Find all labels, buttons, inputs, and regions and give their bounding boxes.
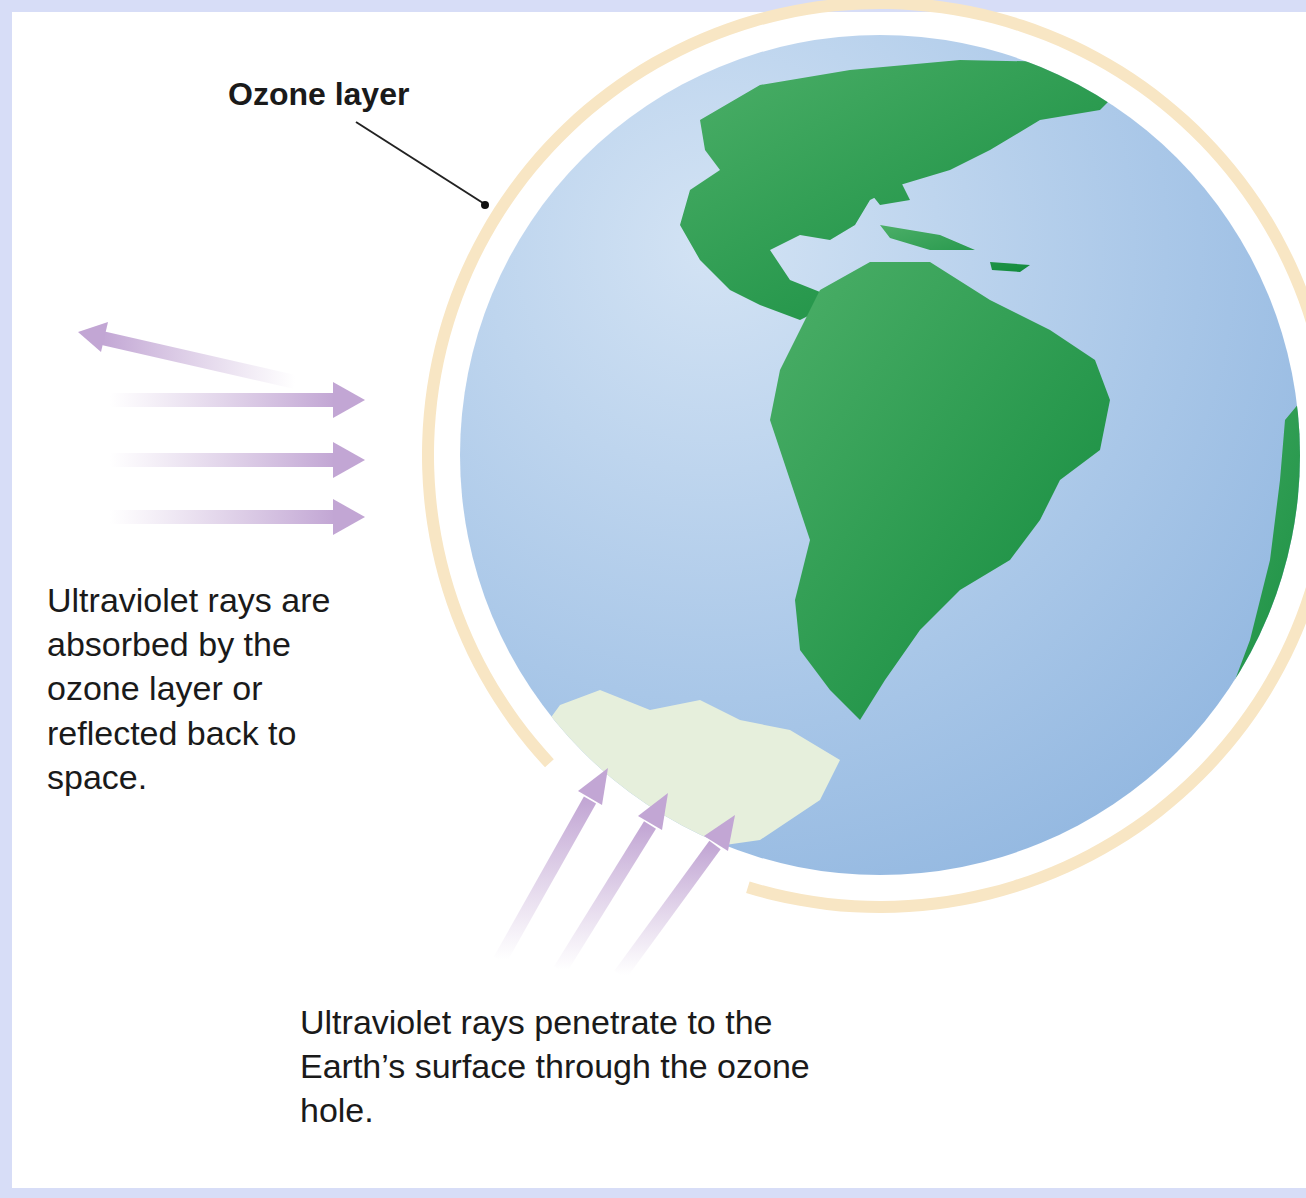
absorbed-rays <box>110 382 365 535</box>
penetrating-ray-heads <box>578 768 735 851</box>
ozone-layer-ring <box>422 0 1306 913</box>
africa <box>1130 390 1306 830</box>
ozone-layer-band <box>422 0 1306 913</box>
layer-label: Ozone layer <box>228 74 409 116</box>
greenland <box>1180 70 1306 200</box>
absorbed-note: Ultraviolet rays are absorbed by the ozo… <box>47 578 377 799</box>
penetrating-rays <box>500 800 715 975</box>
leader-line <box>356 122 489 209</box>
south-america <box>770 262 1110 720</box>
penetrate-note: Ultraviolet rays penetrate to the Earth’… <box>300 1000 840 1133</box>
reflected-ray <box>78 322 295 382</box>
earth-globe <box>460 35 1300 875</box>
